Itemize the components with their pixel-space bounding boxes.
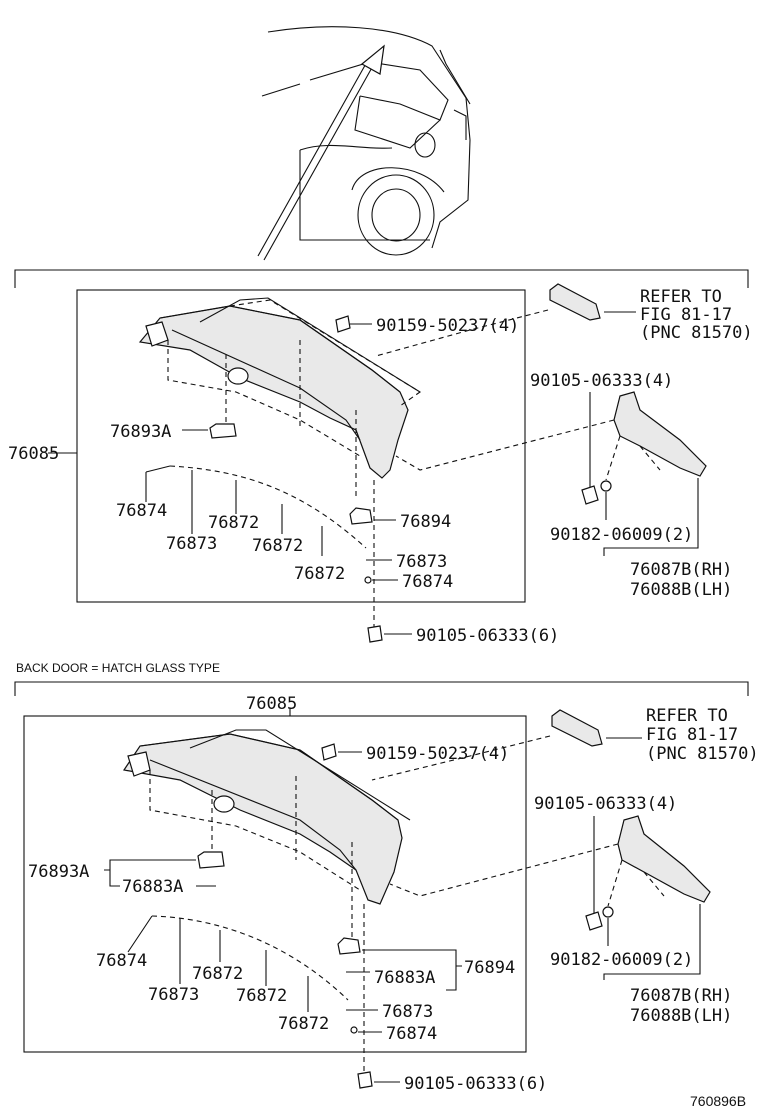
top-section: 76085 REFER TO FIG 81-17 (PNC 81570) 901… (8, 269, 753, 646)
label-tape1-bottom: 76874 (96, 951, 147, 971)
label-tape4-bottom: 76872 (236, 986, 287, 1006)
refer-line2-bottom: FIG 81-17 (646, 725, 738, 745)
label-side-lh: 76088B(LH) (630, 580, 732, 600)
label-side-lh-bottom: 76088B(LH) (630, 1006, 732, 1026)
bolt-icon (367, 625, 383, 643)
refer-line3-bottom: (PNC 81570) (646, 744, 759, 764)
label-clip-b2-bottom: 76883A (374, 968, 435, 988)
label-clip-b-bottom: 76894 (464, 958, 515, 978)
label-tape4: 76872 (252, 536, 303, 556)
refer-connector (549, 283, 601, 321)
refer-line2: FIG 81-17 (640, 305, 732, 325)
spoiler-bottom (122, 729, 411, 940)
section-header: BACK DOOR = HATCH GLASS TYPE (16, 661, 220, 675)
label-side-bolt-bottom: 90105-06333(4) (534, 794, 677, 814)
label-tape7-bottom: 76874 (386, 1024, 437, 1044)
label-clip-a2-bottom: 76883A (122, 877, 183, 897)
figure-code: 760896B (690, 1093, 746, 1109)
label-screw: 90159-50237(4) (376, 316, 519, 336)
label-tape5-bottom: 76872 (278, 1014, 329, 1034)
clip-icon-bottom (197, 851, 225, 869)
label-side-rh-bottom: 76087B(RH) (630, 986, 732, 1006)
label-tape5: 76872 (294, 564, 345, 584)
label-clip-b: 76894 (400, 512, 451, 532)
label-tape2-bottom: 76872 (192, 964, 243, 984)
clip-b-icon (349, 507, 373, 525)
assembly-label-bottom: 76085 (246, 694, 297, 714)
refer-line3: (PNC 81570) (640, 323, 753, 343)
side-trim (395, 391, 707, 481)
label-tape2: 76872 (208, 513, 259, 533)
label-tape7: 76874 (402, 572, 453, 592)
clip-b-icon-bottom (337, 937, 361, 955)
screw-icon (335, 315, 351, 333)
refer-line1-bottom: REFER TO (646, 706, 728, 726)
vehicle-illustration (257, 26, 471, 261)
label-bolt-bottom: 90105-06333(6) (404, 1074, 547, 1094)
spoiler (138, 297, 422, 500)
label-tape3-bottom: 76873 (148, 985, 199, 1005)
bolt-icon-bottom (357, 1071, 373, 1089)
clip-icon (209, 423, 237, 439)
bottom-section: 76085 REFER TO FIG 81-17 (PNC 81570) 901… (14, 681, 759, 1094)
label-bolt: 90105-06333(6) (416, 626, 559, 646)
label-tape6: 76873 (396, 552, 447, 572)
assembly-label: 76085 (8, 444, 59, 464)
refer-line1: REFER TO (640, 287, 722, 307)
label-clip-a: 76893A (110, 422, 171, 442)
label-side-nut: 90182-06009(2) (550, 525, 693, 545)
label-clip-a-bottom: 76893A (28, 862, 89, 882)
label-side-nut-bottom: 90182-06009(2) (550, 950, 693, 970)
side-trim-bottom (389, 815, 711, 907)
label-tape6-bottom: 76873 (382, 1002, 433, 1022)
refer-connector-bottom (551, 709, 603, 747)
label-side-bolt: 90105-06333(4) (530, 371, 673, 391)
screw-icon-bottom (321, 743, 337, 761)
label-screw-bottom: 90159-50237(4) (366, 744, 509, 764)
label-tape3: 76873 (166, 534, 217, 554)
label-side-rh: 76087B(RH) (630, 560, 732, 580)
label-tape1: 76874 (116, 501, 167, 521)
